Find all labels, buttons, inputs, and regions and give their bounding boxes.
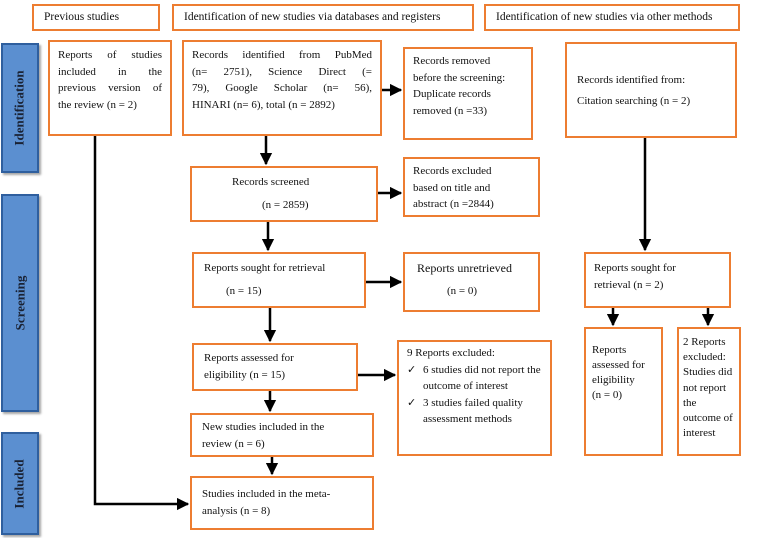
other-excluded-line-5: the [683, 396, 697, 409]
records-identified-line-1: Records identified from PubMed [192, 49, 372, 61]
phase-included: Included [1, 432, 39, 535]
arrow-previous-to-meta [93, 136, 190, 511]
excluded-reports-box: 9 Reports excluded: 6 studies did not re… [397, 340, 552, 456]
previous-reports-line-2: included in the [58, 65, 162, 78]
header-other-methods: Identification of new studies via other … [484, 4, 740, 31]
records-screened-count: (n = 2859) [262, 198, 309, 211]
assessed-line-1: Reports assessed for [204, 352, 294, 364]
records-screened-title: Records screened [232, 176, 310, 188]
header-previous-studies-label: Previous studies [44, 10, 120, 23]
other-assessed-line-4: (n = 0) [592, 388, 623, 401]
unretrieved-title: Reports unretrieved [417, 261, 512, 275]
previous-reports-line-4: the review (n = 2) [58, 98, 137, 111]
citation-records-box: Records identified from: Citation search… [565, 42, 737, 138]
previous-reports-box: Reports of studies included in the previ… [48, 40, 172, 136]
other-excluded-line-1: 2 Reports [683, 336, 726, 348]
citation-records-line-2: Citation searching (n = 2) [577, 94, 691, 107]
excluded-reports-item-2: 3 studies failed quality assessment meth… [407, 395, 542, 428]
new-studies-box: New studies included in the review (n = … [190, 413, 374, 457]
other-excluded-line-4: not report [683, 381, 727, 394]
records-removed-box: Records removed before the screening: Du… [403, 47, 533, 140]
other-assessed-line-2: assessed for [592, 358, 645, 371]
records-identified-line-3: 79), Google Scholar (n= 56), [192, 82, 372, 94]
assessed-line-2: eligibility (n = 15) [204, 368, 286, 381]
records-excluded-line-1: Records excluded [413, 165, 492, 177]
header-other-methods-label: Identification of new studies via other … [496, 10, 713, 23]
meta-analysis-box: Studies included in the meta- analysis (… [190, 476, 374, 530]
other-sought-box: Reports sought for retrieval (n = 2) [584, 252, 731, 308]
unretrieved-box: Reports unretrieved (n = 0) [403, 252, 540, 312]
records-removed-line-4: removed (n =33) [413, 104, 488, 117]
records-removed-line-3: Duplicate records [413, 88, 491, 100]
other-assessed-line-1: Reports [592, 344, 627, 356]
records-removed-line-2: before the screening: [413, 71, 506, 84]
records-screened-box: Records screened (n = 2859) [190, 166, 378, 222]
records-identified-box: Records identified from PubMed (n= 2751)… [182, 40, 382, 136]
meta-analysis-line-2: analysis (n = 8) [202, 504, 271, 517]
excluded-reports-list: 6 studies did not report the outcome of … [407, 362, 542, 428]
assessed-box: Reports assessed for eligibility (n = 15… [192, 343, 358, 391]
previous-reports-line-1: Reports of studies [58, 49, 162, 61]
other-sought-line-1: Reports sought for [594, 262, 676, 274]
other-excluded-line-6: outcome of [683, 411, 733, 424]
citation-records-line-1: Records identified from: [577, 74, 686, 86]
header-databases-registers-label: Identification of new studies via databa… [184, 10, 441, 23]
excluded-reports-item-1: 6 studies did not report the outcome of … [407, 362, 542, 395]
header-previous-studies: Previous studies [32, 4, 160, 31]
records-identified-line-2: (n= 2751), Science Direct (= [192, 65, 372, 78]
records-identified-line-4: HINARI (n= 6), total (n = 2892) [192, 98, 335, 111]
unretrieved-count: (n = 0) [447, 285, 478, 297]
other-excluded-line-3: Studies did [683, 366, 733, 379]
sought-retrieval-box: Reports sought for retrieval (n = 15) [192, 252, 366, 308]
new-studies-line-1: New studies included in the [202, 421, 325, 433]
phase-screening: Screening [1, 194, 39, 412]
previous-reports-line-3: previous version of [58, 82, 162, 94]
sought-retrieval-count: (n = 15) [226, 284, 262, 297]
sought-retrieval-title: Reports sought for retrieval [204, 262, 326, 274]
other-sought-line-2: retrieval (n = 2) [594, 278, 664, 291]
other-assessed-box: Reports assessed for eligibility (n = 0) [584, 327, 663, 456]
header-databases-registers: Identification of new studies via databa… [172, 4, 474, 31]
records-excluded-box: Records excluded based on title and abst… [403, 157, 540, 217]
records-excluded-line-2: based on title and [413, 181, 491, 194]
meta-analysis-line-1: Studies included in the meta- [202, 488, 331, 500]
new-studies-line-2: review (n = 6) [202, 437, 265, 450]
records-excluded-line-3: abstract (n =2844) [413, 198, 494, 210]
records-removed-line-1: Records removed [413, 55, 491, 67]
other-excluded-box: 2 Reports excluded: Studies did not repo… [677, 327, 741, 456]
phase-identification: Identification [1, 43, 39, 173]
other-excluded-line-7: interest [683, 427, 716, 440]
other-assessed-line-3: eligibility [592, 373, 635, 386]
other-excluded-line-2: excluded: [683, 351, 726, 364]
excluded-reports-title: 9 Reports excluded: [407, 347, 495, 359]
